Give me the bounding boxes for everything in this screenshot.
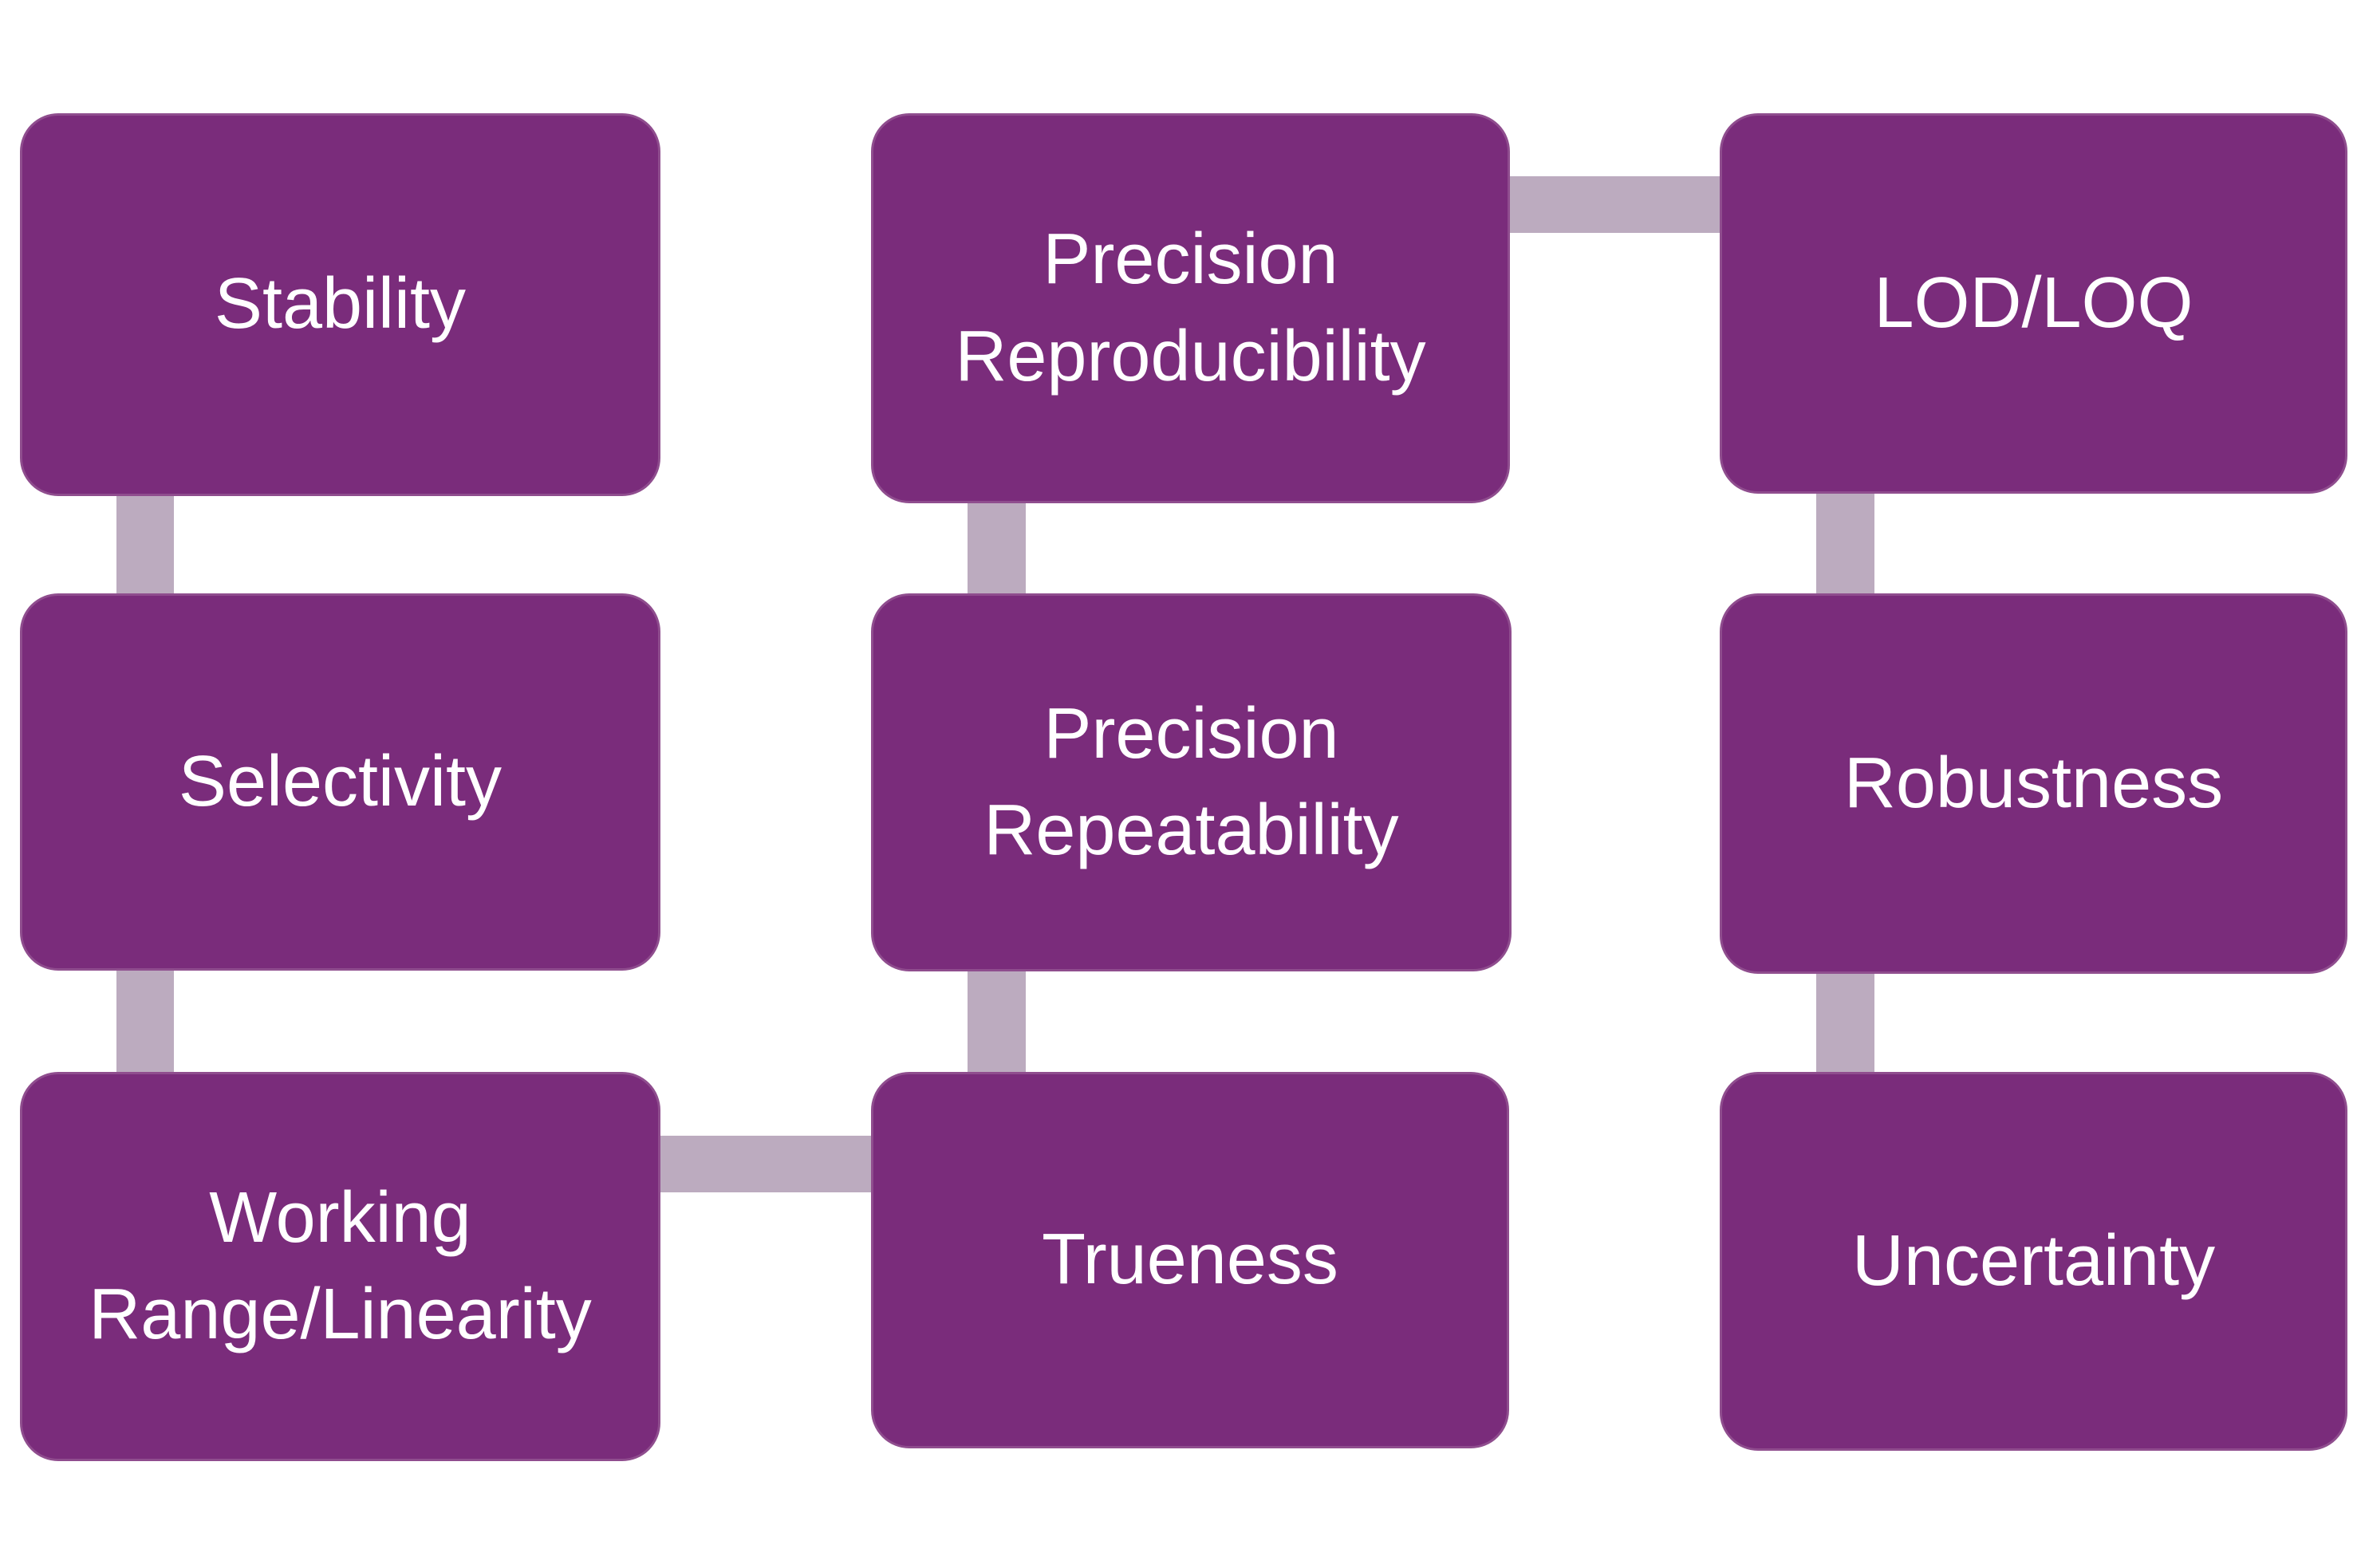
node-lod-loq-label: LOD/LOQ: [1874, 262, 2193, 343]
connector-precision-reproducibility-lod-loq: [1502, 176, 1728, 233]
node-working-range-linearity: Working Range/Linearity: [20, 1072, 660, 1461]
connector-stability-selectivity: [116, 487, 174, 602]
connector-robustness-uncertainty: [1816, 965, 1874, 1080]
node-stability: Stability: [20, 113, 660, 496]
node-working-range-linearity-label: Working Range/Linearity: [89, 1177, 592, 1355]
node-trueness-label: Trueness: [1042, 1219, 1338, 1300]
node-trueness: Trueness: [871, 1072, 1509, 1448]
connector-trueness-precision-repeatability: [968, 963, 1026, 1080]
node-stability-label: Stability: [214, 264, 467, 345]
connector-selectivity-working-range: [116, 961, 174, 1081]
node-robustness-label: Robustness: [1843, 743, 2224, 823]
node-selectivity: Selectivity: [20, 593, 660, 971]
node-precision-repeatability: Precision Repeatability: [871, 593, 1512, 971]
connector-working-range-trueness: [652, 1136, 879, 1192]
node-uncertainty-label: Uncertainty: [1851, 1220, 2216, 1301]
node-precision-reproducibility-label: Precision Reproducibility: [955, 219, 1426, 396]
connector-lod-loq-robustness: [1816, 485, 1874, 601]
node-robustness: Robustness: [1720, 593, 2347, 974]
node-uncertainty: Uncertainty: [1720, 1072, 2347, 1451]
node-selectivity-label: Selectivity: [178, 741, 503, 821]
node-precision-reproducibility: Precision Reproducibility: [871, 113, 1510, 503]
connector-precision-repeatability-precision-reproducibility: [968, 494, 1026, 602]
node-lod-loq: LOD/LOQ: [1720, 113, 2347, 494]
node-precision-repeatability-label: Precision Repeatability: [983, 693, 1399, 871]
